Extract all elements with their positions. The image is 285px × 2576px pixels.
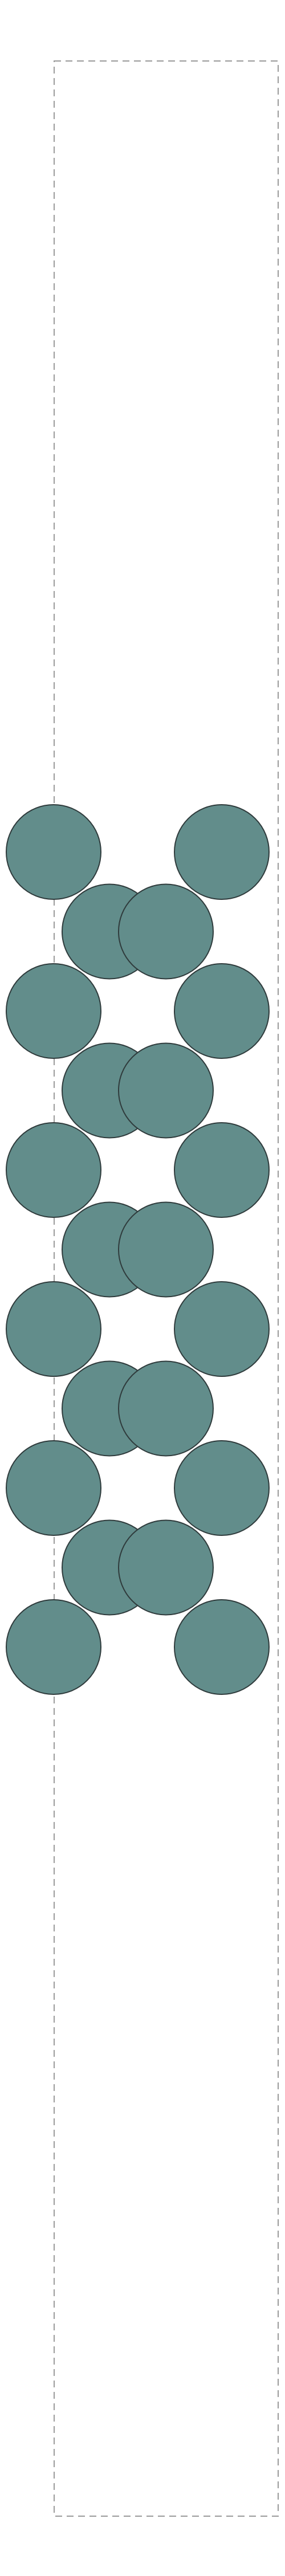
circle-group (6, 804, 270, 1695)
circle-left-row-11 (6, 1599, 101, 1695)
circle-right-row-5 (174, 1122, 270, 1218)
circle-center-right-row-8 (118, 1360, 214, 1457)
circle-right-row-9 (174, 1440, 270, 1536)
circle-left-row-3 (6, 963, 101, 1059)
circle-left-row-1 (6, 804, 101, 900)
circle-center-right-row-2 (118, 883, 214, 980)
circle-right-row-3 (174, 963, 270, 1059)
circle-left-row-9 (6, 1440, 101, 1536)
circle-left-row-5 (6, 1122, 101, 1218)
circle-right-row-7 (174, 1281, 270, 1377)
circle-center-right-row-4 (118, 1042, 214, 1139)
circle-right-row-1 (174, 804, 270, 900)
circle-right-row-11 (174, 1599, 270, 1695)
circle-center-right-row-6 (118, 1201, 214, 1298)
circle-left-row-7 (6, 1281, 101, 1377)
circle-center-right-row-10 (118, 1519, 214, 1616)
